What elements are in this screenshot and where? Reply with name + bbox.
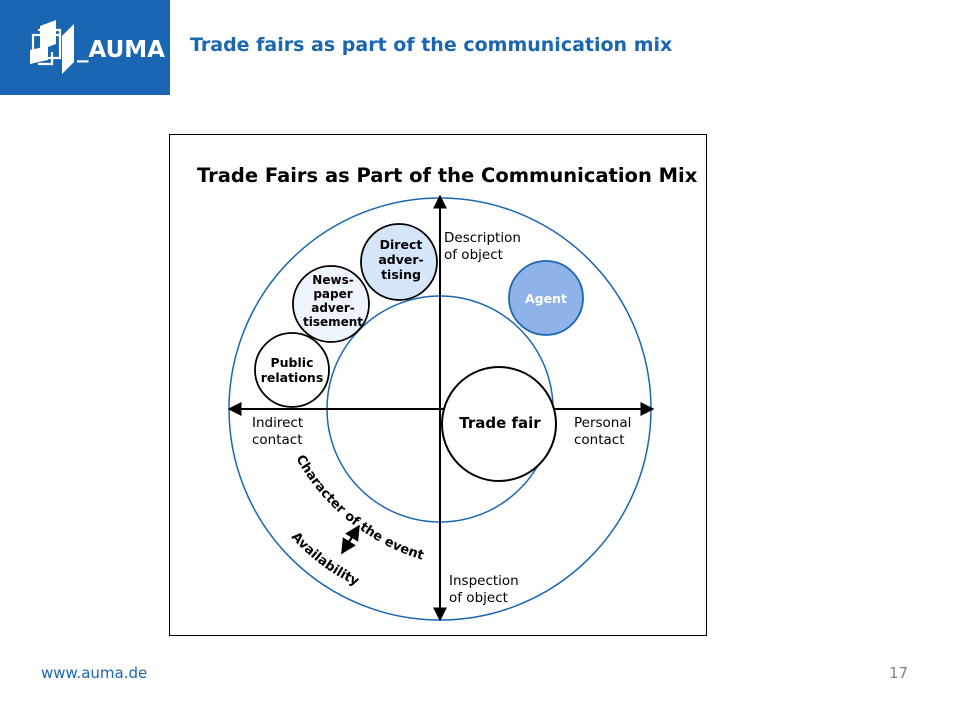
node-direct-advertising: Direct adver- tising: [360, 223, 438, 301]
svg-text:tising: tising: [381, 267, 421, 282]
auma-logo-text: _AUMA: [77, 37, 165, 63]
svg-text:Personal: Personal: [574, 415, 631, 431]
svg-text:Indirect: Indirect: [252, 415, 303, 431]
node-agent: Agent: [508, 260, 584, 336]
svg-text:Inspection: Inspection: [449, 573, 519, 589]
svg-text:adver-: adver-: [378, 252, 423, 267]
svg-text:of object: of object: [449, 590, 508, 606]
svg-text:Public: Public: [271, 355, 314, 370]
double-arrow-icon: [341, 524, 360, 555]
node-trade-fair: Trade fair: [441, 366, 557, 482]
svg-text:relations: relations: [261, 370, 324, 385]
communication-mix-diagram: Trade Fairs as Part of the Communication…: [169, 134, 707, 636]
page-number: 17: [889, 664, 909, 682]
svg-text:Description: Description: [444, 230, 521, 246]
svg-text:contact: contact: [252, 432, 303, 448]
svg-text:of object: of object: [444, 247, 503, 263]
auma-logo: _AUMA: [0, 0, 170, 95]
node-newspaper-advertisement: News- paper adver- tisement: [292, 265, 370, 343]
svg-text:Agent: Agent: [525, 291, 567, 306]
axis-label-top: Description of object: [444, 230, 521, 263]
svg-text:News-: News-: [312, 273, 353, 287]
svg-text:adver-: adver-: [311, 301, 355, 315]
axis-label-bottom: Inspection of object: [449, 573, 519, 606]
axis-label-left: Indirect contact: [252, 415, 303, 448]
diagram-frame: [169, 134, 707, 636]
page-title: Trade fairs as part of the communication…: [190, 34, 673, 56]
svg-text:tisement: tisement: [303, 315, 363, 329]
node-public-relations: Public relations: [254, 332, 330, 408]
footer-url: www.auma.de: [41, 664, 148, 682]
svg-text:Trade fair: Trade fair: [459, 414, 541, 432]
svg-text:contact: contact: [574, 432, 625, 448]
svg-text:Direct: Direct: [380, 237, 423, 252]
diagram-title: Trade Fairs as Part of the Communication…: [197, 164, 698, 187]
svg-text:paper: paper: [313, 287, 352, 301]
axis-label-right: Personal contact: [574, 415, 631, 448]
